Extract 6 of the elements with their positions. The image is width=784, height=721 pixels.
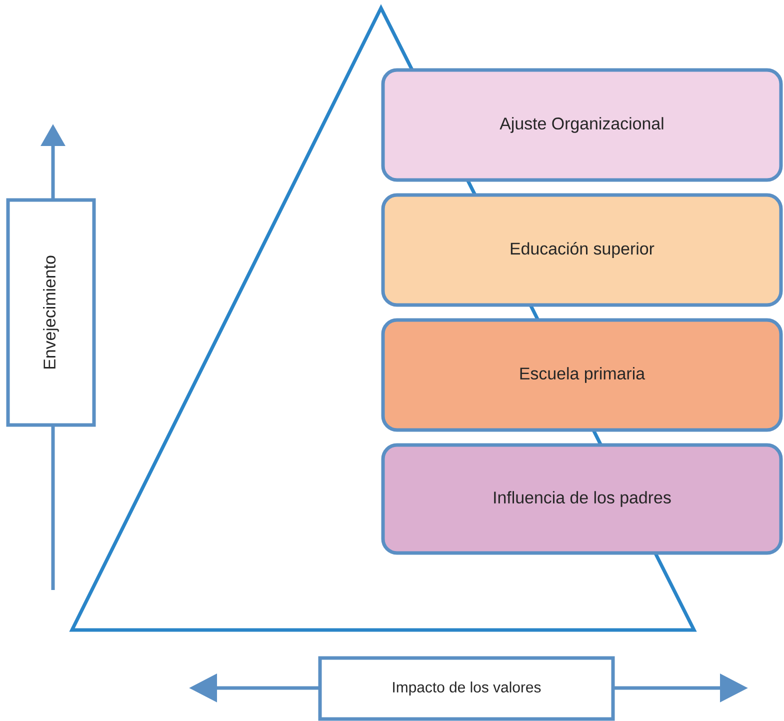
layer-box: Educación superior xyxy=(381,193,783,307)
label-box: Impacto de los valores xyxy=(318,656,615,721)
label-box: Envejecimiento xyxy=(6,198,96,427)
layer-box: Ajuste Organizacional xyxy=(381,68,783,182)
layer-box: Escuela primaria xyxy=(381,318,783,432)
layer-box: Influencia de los padres xyxy=(381,443,783,555)
